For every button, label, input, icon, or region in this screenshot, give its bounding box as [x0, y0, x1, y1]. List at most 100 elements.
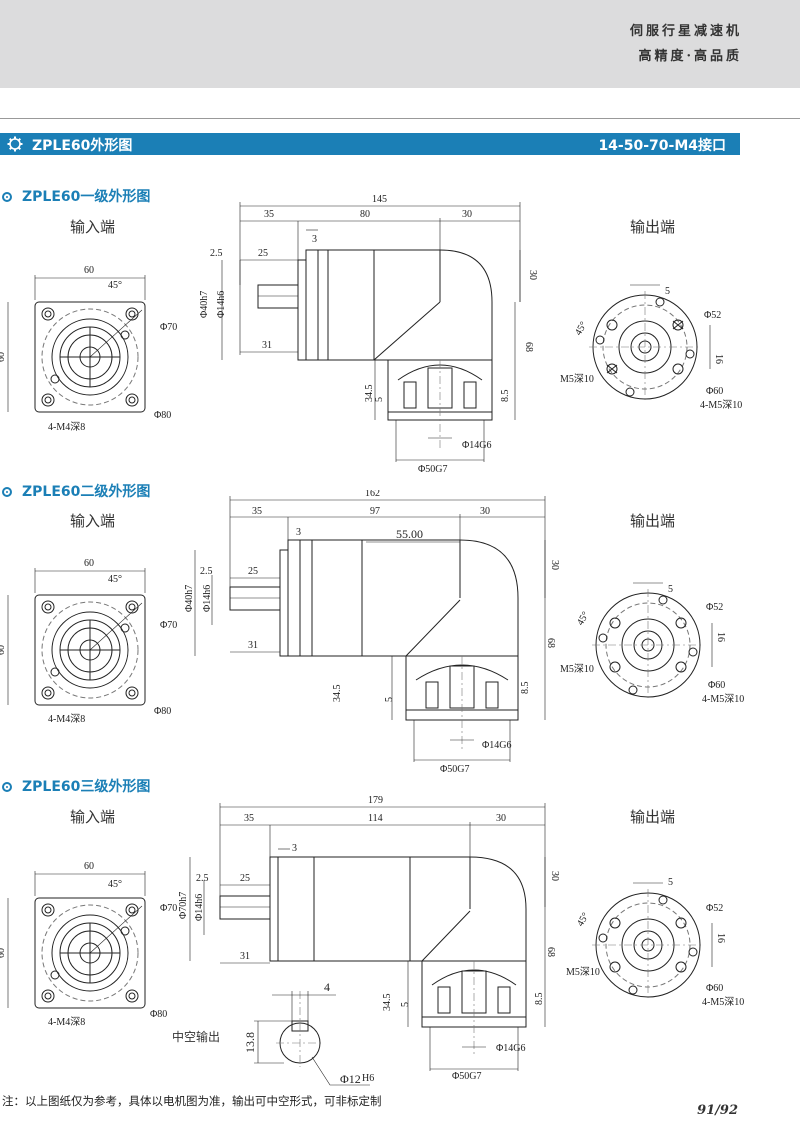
svg-text:Φ50G7: Φ50G7	[452, 1071, 482, 1082]
svg-text:Φ14h6: Φ14h6	[194, 894, 205, 921]
svg-text:Φ52: Φ52	[706, 602, 723, 613]
gear-icon	[7, 136, 23, 152]
bullet-icon	[2, 192, 12, 202]
footer-note: 注：以上图纸仅为参考，具体以电机图为准，输出可中空形式，可非标定制	[2, 1094, 382, 1108]
drawing-stage-2: 162 35 97 30 3 55.00 2.5 25 31 Φ40h7 Φ14…	[0, 490, 744, 775]
svg-text:25: 25	[258, 248, 268, 259]
side-view-body	[219, 856, 527, 1057]
output-flange-view	[589, 284, 711, 403]
svg-text:31: 31	[240, 951, 250, 962]
svg-text:45°: 45°	[575, 610, 592, 628]
svg-text:34.5: 34.5	[382, 994, 393, 1012]
svg-text:8.5: 8.5	[534, 993, 545, 1006]
svg-text:60: 60	[84, 861, 94, 872]
svg-text:55.00: 55.00	[396, 527, 423, 541]
svg-text:M5深10: M5深10	[560, 663, 594, 675]
dimension-labels-2: 162 35 97 30 3 55.00 2.5 25 31 Φ40h7 Φ14…	[0, 490, 744, 775]
svg-text:16: 16	[713, 354, 724, 364]
svg-text:60: 60	[84, 265, 94, 276]
output-end-label-3: 输出端	[630, 808, 676, 826]
header-rule	[0, 118, 800, 119]
section-heading-3: ZPLE60三级外形图	[2, 776, 150, 795]
svg-text:Φ80: Φ80	[154, 410, 171, 421]
dimension-labels-1: 145 35 80 30 3 2.5 25 31 Φ40h7 Φ14h6 30 …	[0, 194, 742, 475]
svg-text:Φ70: Φ70	[160, 322, 177, 333]
svg-text:35: 35	[244, 813, 254, 824]
svg-text:Φ60: Φ60	[706, 983, 723, 994]
output-flange-view	[592, 882, 713, 1001]
svg-text:2.5: 2.5	[200, 566, 213, 577]
svg-text:Φ70: Φ70	[160, 903, 177, 914]
svg-text:30: 30	[527, 270, 538, 280]
svg-text:Φ14G6: Φ14G6	[482, 740, 512, 751]
svg-text:30: 30	[480, 506, 490, 517]
svg-text:60: 60	[0, 948, 7, 958]
svg-text:3: 3	[312, 234, 317, 245]
svg-text:Φ14G6: Φ14G6	[496, 1043, 526, 1054]
page-number: 91/92	[697, 1103, 738, 1118]
svg-text:Φ70: Φ70	[160, 620, 177, 631]
svg-text:Φ80: Φ80	[150, 1009, 167, 1020]
svg-text:35: 35	[252, 506, 262, 517]
svg-text:4-M5深10: 4-M5深10	[702, 996, 744, 1008]
svg-text:34.5: 34.5	[364, 385, 375, 403]
svg-text:2.5: 2.5	[196, 873, 209, 884]
dimension-labels-3: 179 35 114 30 3 2.5 25 31 Φ70h7 Φ14h6 30…	[0, 795, 744, 1086]
input-flange-view	[7, 568, 146, 706]
side-view-body	[229, 539, 519, 752]
svg-text:30: 30	[549, 560, 560, 570]
svg-text:5: 5	[400, 1002, 411, 1007]
input-end-label-2: 输入端	[70, 512, 116, 530]
svg-text:45°: 45°	[575, 911, 592, 929]
header-band	[0, 0, 800, 88]
svg-text:H6: H6	[362, 1073, 374, 1084]
svg-text:34.5: 34.5	[332, 685, 343, 703]
svg-text:80: 80	[360, 209, 370, 220]
svg-text:Φ52: Φ52	[704, 310, 721, 321]
header-tagline-2: 高精度·高品质	[638, 49, 742, 64]
svg-text:5: 5	[374, 397, 385, 402]
svg-text:8.5: 8.5	[500, 390, 511, 403]
svg-text:45°: 45°	[108, 280, 122, 291]
bullet-icon	[2, 782, 12, 792]
svg-text:68: 68	[545, 638, 556, 648]
input-end-label-1: 输入端	[70, 218, 116, 236]
side-view-body	[257, 249, 493, 450]
svg-text:Φ40h7: Φ40h7	[199, 291, 210, 318]
header-tagline-1: 伺服行星减速机	[629, 24, 742, 39]
svg-text:2.5: 2.5	[210, 248, 223, 259]
svg-text:114: 114	[368, 813, 383, 824]
svg-text:3: 3	[296, 527, 301, 538]
svg-text:16: 16	[715, 632, 726, 642]
svg-text:30: 30	[549, 871, 560, 881]
section-heading-1: ZPLE60一级外形图	[2, 186, 150, 205]
hollow-output-label: 中空输出	[172, 1030, 221, 1044]
svg-text:4-M4深8: 4-M4深8	[48, 1016, 85, 1028]
bullet-icon	[2, 487, 12, 497]
svg-text:97: 97	[370, 506, 380, 517]
svg-text:4-M5深10: 4-M5深10	[700, 399, 742, 411]
svg-text:30: 30	[496, 813, 506, 824]
svg-text:16: 16	[715, 933, 726, 943]
svg-text:Φ40h7: Φ40h7	[184, 585, 195, 612]
svg-text:45°: 45°	[573, 320, 590, 338]
svg-text:60: 60	[0, 352, 7, 362]
svg-text:M5深10: M5深10	[560, 373, 594, 385]
svg-text:Φ14h6: Φ14h6	[202, 585, 213, 612]
svg-text:Φ14G6: Φ14G6	[462, 440, 492, 451]
svg-text:5: 5	[668, 584, 673, 595]
svg-text:Φ50G7: Φ50G7	[418, 464, 448, 475]
svg-text:162: 162	[365, 490, 380, 499]
page-title: ZPLE60外形图	[32, 138, 133, 154]
svg-text:68: 68	[523, 342, 534, 352]
svg-text:145: 145	[372, 194, 387, 205]
svg-text:35: 35	[264, 209, 274, 220]
svg-text:60: 60	[84, 558, 94, 569]
svg-text:68: 68	[545, 947, 556, 957]
svg-text:25: 25	[248, 566, 258, 577]
svg-text:M5深10: M5深10	[566, 966, 600, 978]
svg-text:30: 30	[462, 209, 472, 220]
section-heading-2: ZPLE60二级外形图	[2, 481, 150, 500]
hollow-output-detail	[254, 991, 370, 1086]
svg-text:4: 4	[324, 980, 330, 994]
